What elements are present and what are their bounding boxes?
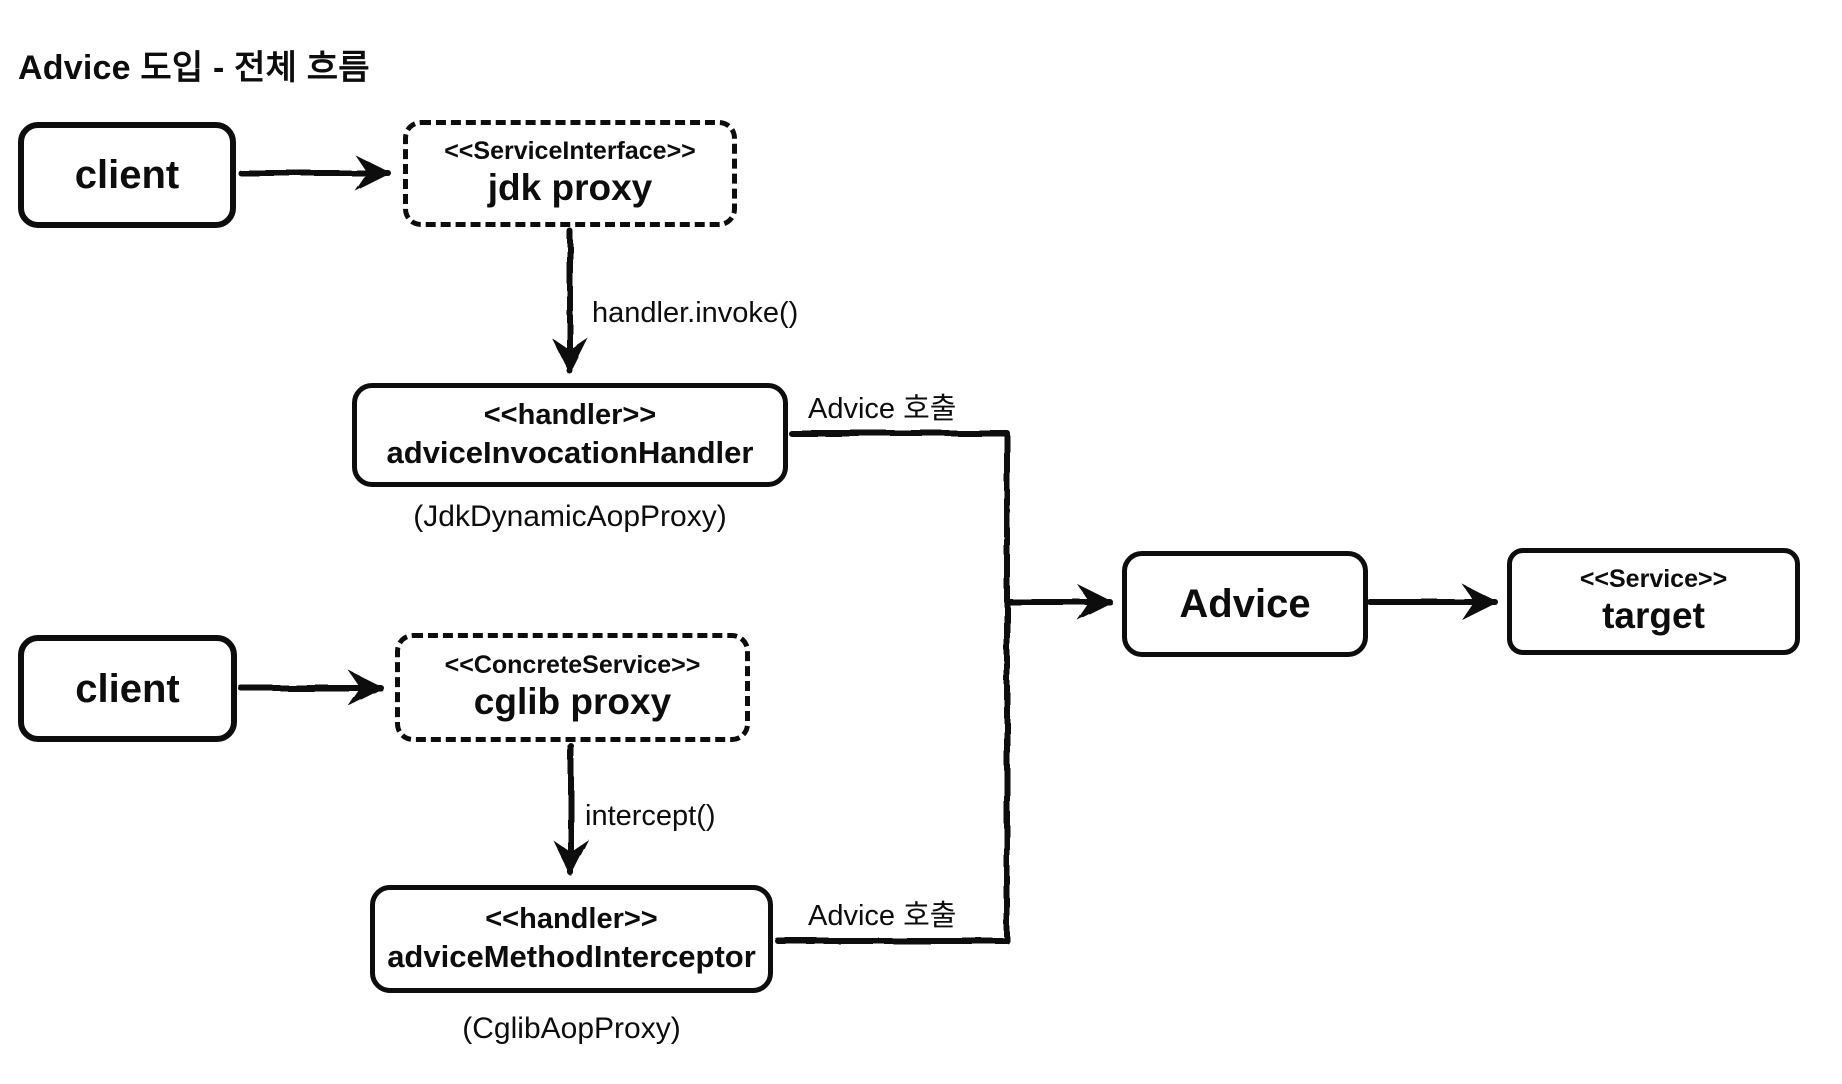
caption-cglib-aop-proxy: (CglibAopProxy) [462, 1012, 681, 1045]
node-advice-method-interceptor-label: adviceMethodInterceptor [387, 938, 756, 974]
edge-handlers-to-junction [775, 430, 1010, 944]
node-target: <<Service>> target [1507, 548, 1800, 655]
node-client-bottom-label: client [75, 666, 180, 711]
node-advice-method-interceptor: <<handler>> adviceMethodInterceptor [370, 885, 773, 993]
edge-label-advice-call-top: Advice 호출 [808, 393, 957, 425]
edge-label-handler-invoke: handler.invoke() [592, 297, 799, 329]
node-advice-method-interceptor-stereotype: <<handler>> [485, 903, 658, 936]
node-advice-invocation-handler: <<handler>> adviceInvocationHandler [352, 383, 788, 487]
node-cglib-proxy-label: cglib proxy [473, 681, 672, 723]
node-client-bottom: client [18, 635, 237, 742]
node-client-top: client [18, 122, 236, 228]
node-target-stereotype: <<Service>> [1579, 564, 1728, 593]
node-cglib-proxy: <<ConcreteService>> cglib proxy [395, 633, 750, 742]
diagram-title: Advice 도입 - 전체 흐름 [18, 49, 370, 87]
node-advice-label: Advice [1179, 582, 1311, 626]
node-jdk-proxy-label: jdk proxy [487, 167, 653, 209]
node-advice: Advice [1122, 551, 1368, 657]
edge-label-intercept: intercept() [585, 800, 716, 832]
node-client-top-label: client [74, 153, 180, 197]
node-advice-invocation-handler-label: adviceInvocationHandler [386, 434, 754, 470]
edge-label-advice-call-bottom: Advice 호출 [808, 900, 957, 932]
caption-jdk-dynamic-aop-proxy: (JdkDynamicAopProxy) [413, 500, 727, 533]
node-advice-invocation-handler-stereotype: <<handler>> [483, 399, 657, 432]
node-jdk-proxy: <<ServiceInterface>> jdk proxy [403, 120, 737, 227]
node-cglib-proxy-stereotype: <<ConcreteService>> [444, 650, 701, 679]
node-jdk-proxy-stereotype: <<ServiceInterface>> [444, 136, 696, 165]
node-target-label: target [1602, 595, 1705, 637]
